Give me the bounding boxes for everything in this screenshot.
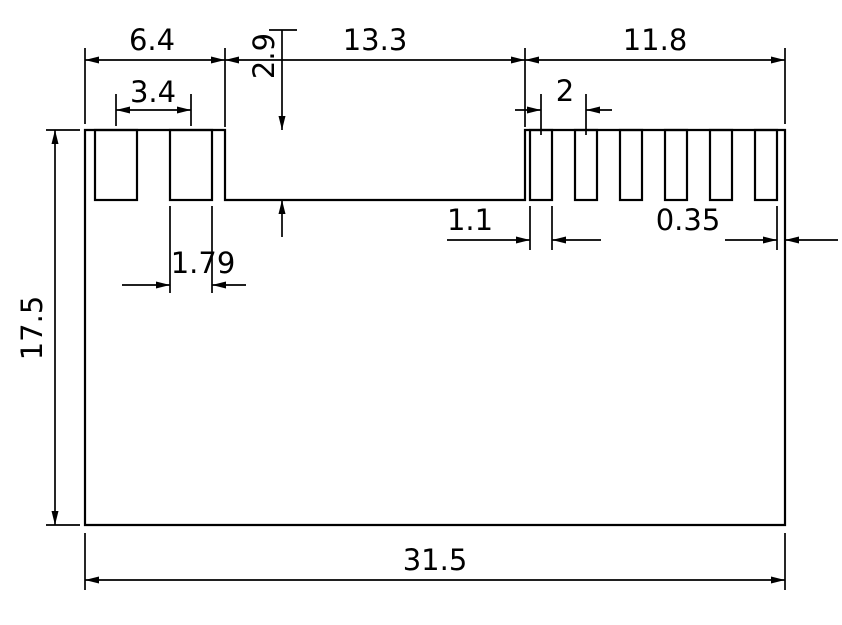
arrowhead bbox=[785, 236, 799, 244]
dimension-overall-height: 17.5 bbox=[15, 129, 80, 526]
arrowhead bbox=[278, 200, 286, 214]
dimension-recess-depth: 2.9 bbox=[247, 29, 297, 237]
arrowhead bbox=[177, 106, 191, 114]
arrowhead bbox=[763, 236, 777, 244]
arrowhead bbox=[212, 281, 226, 289]
arrowhead bbox=[85, 576, 99, 584]
dimension-label: 13.3 bbox=[343, 23, 408, 57]
slot-left-2 bbox=[168, 128, 214, 202]
slot-right-3 bbox=[618, 128, 644, 202]
arrowhead bbox=[586, 106, 600, 114]
arrowhead bbox=[525, 56, 539, 64]
dimension-label: 3.4 bbox=[130, 75, 176, 109]
arrowhead bbox=[771, 576, 785, 584]
dimension-label: 2 bbox=[556, 74, 574, 108]
dimension-left-slot-width: 1.79 bbox=[122, 206, 246, 293]
part-geometry bbox=[83, 128, 787, 527]
arrowhead bbox=[552, 236, 566, 244]
arrowhead bbox=[511, 56, 525, 64]
dimension-right-slot-spacing: 2 bbox=[515, 74, 612, 135]
dimension-label: 0.35 bbox=[656, 203, 721, 237]
slot-right-2 bbox=[573, 128, 599, 202]
dimension-top-chain: 6.4 13.3 11.8 bbox=[84, 23, 786, 127]
dimension-label: 11.8 bbox=[623, 23, 688, 57]
arrowhead bbox=[225, 56, 239, 64]
slot-right-1 bbox=[528, 128, 554, 202]
arrowhead bbox=[85, 56, 99, 64]
arrowhead bbox=[771, 56, 785, 64]
arrowhead bbox=[527, 106, 541, 114]
arrowhead bbox=[51, 511, 59, 525]
arrowhead bbox=[116, 106, 130, 114]
dimension-label: 17.5 bbox=[15, 296, 49, 361]
arrowhead bbox=[211, 56, 225, 64]
dimension-label: 2.9 bbox=[247, 33, 281, 79]
dimension-label: 31.5 bbox=[403, 543, 468, 577]
dimension-overall-width: 31.5 bbox=[84, 533, 786, 590]
arrowhead bbox=[156, 281, 170, 289]
dimension-label: 1.1 bbox=[447, 203, 493, 237]
slot-right-4 bbox=[663, 128, 689, 202]
dimension-label: 6.4 bbox=[129, 23, 175, 57]
dimension-label: 1.79 bbox=[171, 246, 236, 280]
slot-left-1 bbox=[93, 128, 139, 202]
part-outline bbox=[83, 128, 787, 527]
arrowhead bbox=[516, 236, 530, 244]
dimension-left-slot-spacing: 3.4 bbox=[115, 75, 192, 126]
slot-right-5 bbox=[708, 128, 734, 202]
arrowhead bbox=[51, 130, 59, 144]
arrowhead bbox=[278, 116, 286, 130]
dimension-right-edge-offset: 0.35 bbox=[656, 203, 838, 250]
dimension-right-slot-width: 1.1 bbox=[447, 203, 601, 250]
slot-right-6 bbox=[753, 128, 779, 202]
